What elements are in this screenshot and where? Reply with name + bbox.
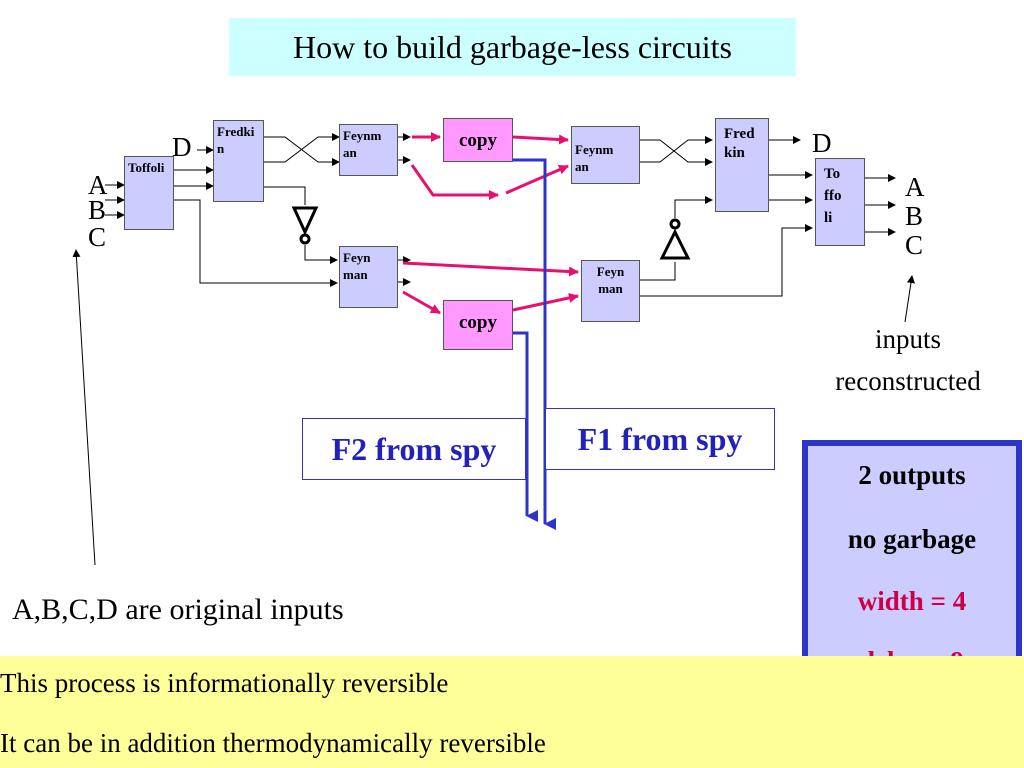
input-a-label: A xyxy=(88,170,108,200)
summary-width: width = 4 xyxy=(857,586,967,616)
copy-gate-top: copy xyxy=(443,118,513,162)
f2-spy-label: F2 from spy xyxy=(302,418,526,480)
footer-panel: This process is informationally reversib… xyxy=(0,656,1024,768)
output-b-label: B xyxy=(905,201,924,231)
toffoli-gate-right: To ffo li xyxy=(815,158,865,246)
f1-spy-label: F1 from spy xyxy=(545,408,775,470)
output-a-label: A xyxy=(905,172,925,202)
input-c-label: C xyxy=(88,222,107,252)
footer-line-1: This process is informationally reversib… xyxy=(0,668,449,698)
fredkin-gate-right: Fred kin xyxy=(715,118,769,212)
summary-outputs: 2 outputs xyxy=(858,460,966,490)
feynman-gate-bottom-right: Feyn man xyxy=(581,260,640,322)
summary-box: 2 outputs no garbage width = 4 delay = 9 xyxy=(802,440,1022,692)
inputs-reconstructed-note: inputs reconstructed xyxy=(835,324,981,396)
input-d-label: D xyxy=(172,132,192,162)
feynman-gate-top-right: Feynm an xyxy=(571,126,640,184)
copy-gate-bottom: copy xyxy=(443,300,513,350)
original-inputs-note: A,B,C,D are original inputs xyxy=(12,593,344,626)
feynman-gate-top-left: Feynm an xyxy=(339,124,398,176)
summary-garbage: no garbage xyxy=(847,524,977,554)
feynman-gate-bottom-left: Feyn man xyxy=(339,246,398,308)
page-title: How to build garbage-less circuits xyxy=(229,18,796,76)
footer-line-2: It can be in addition thermodynamically … xyxy=(0,728,546,758)
input-b-label: B xyxy=(88,195,107,225)
output-c-label: C xyxy=(905,230,924,260)
toffoli-gate-left: Toffoli xyxy=(124,156,174,230)
output-d-label: D xyxy=(812,128,832,158)
fredkin-gate-left: Fredki n xyxy=(213,120,264,202)
